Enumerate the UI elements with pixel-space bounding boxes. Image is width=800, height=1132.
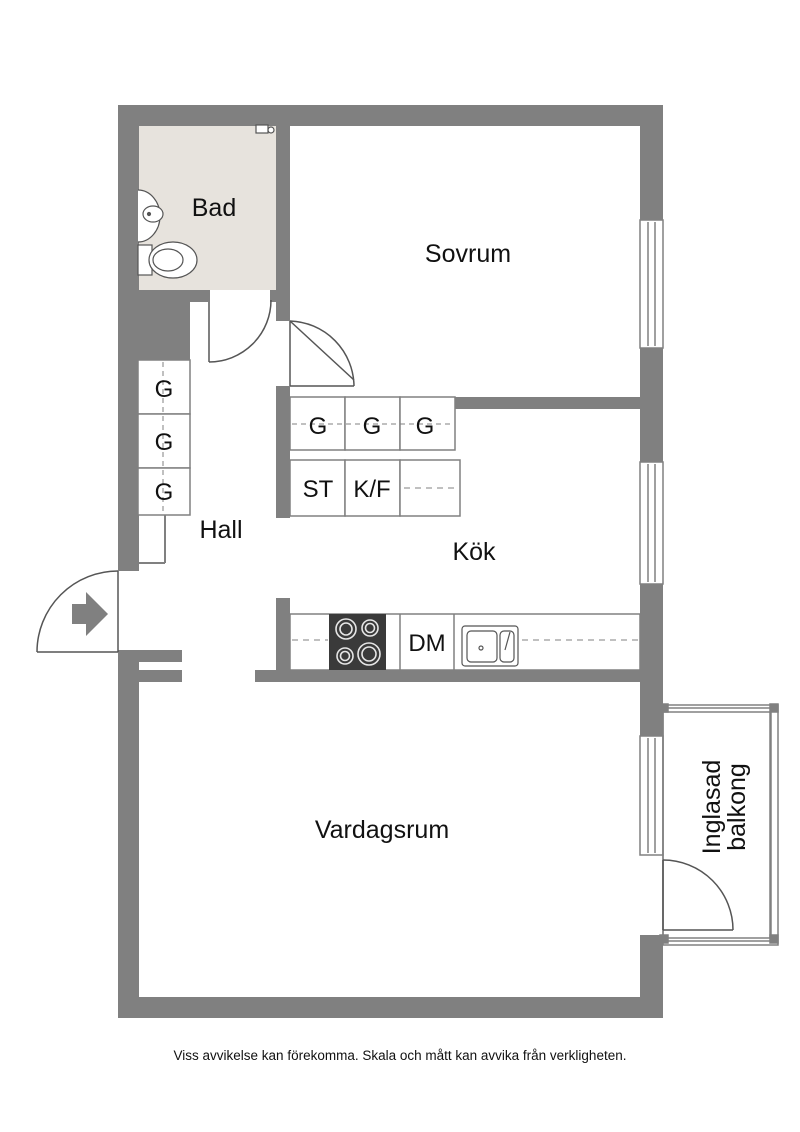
entrance-arrow-icon <box>72 592 108 636</box>
room-label-sovrum: Sovrum <box>425 240 511 268</box>
wardrobe-label-g4: G <box>309 413 328 440</box>
shower-tap-icon <box>255 124 275 134</box>
window-vardagsrum <box>639 735 664 856</box>
fridge-freezer-label: K/F <box>353 476 390 503</box>
window-sovrum <box>639 219 664 349</box>
wardrobe-label-g3: G <box>155 479 174 506</box>
sink-icon <box>137 189 164 243</box>
balkong-line1: Inglasad <box>698 760 726 855</box>
room-label-vardagsrum: Vardagsrum <box>315 816 449 844</box>
room-label-balkong: Inglasad balkong <box>698 760 751 855</box>
wardrobe-label-g6: G <box>416 413 435 440</box>
stove-icon <box>329 614 386 670</box>
wardrobe-label-g2: G <box>155 429 174 456</box>
hall-divider-lines <box>138 515 166 564</box>
balcony <box>659 703 779 946</box>
bathroom-door[interactable] <box>208 299 272 363</box>
room-label-kok: Kök <box>452 538 496 566</box>
floor-plan: Bad Sovrum Hall Kök Vardagsrum Inglasad … <box>36 105 779 1018</box>
windows <box>639 219 664 856</box>
hall-wardrobes <box>137 359 191 516</box>
room-label-hall: Hall <box>199 516 242 544</box>
wardrobe-label-g5: G <box>363 413 382 440</box>
bedroom-door[interactable] <box>289 320 355 387</box>
balcony-door[interactable] <box>662 859 734 931</box>
room-label-bad: Bad <box>192 194 236 222</box>
wardrobe-label-g1: G <box>155 376 174 403</box>
kitchen-sink-icon <box>461 625 519 667</box>
disclaimer-text: Viss avvikelse kan förekomma. Skala och … <box>173 1048 627 1063</box>
window-kok <box>639 461 664 585</box>
walls <box>118 105 663 1018</box>
toilet-icon <box>137 241 198 279</box>
entrance-door[interactable] <box>36 570 119 653</box>
storage-label-st: ST <box>303 476 334 503</box>
balkong-line2: balkong <box>723 763 751 851</box>
dishwasher-label: DM <box>408 630 445 657</box>
